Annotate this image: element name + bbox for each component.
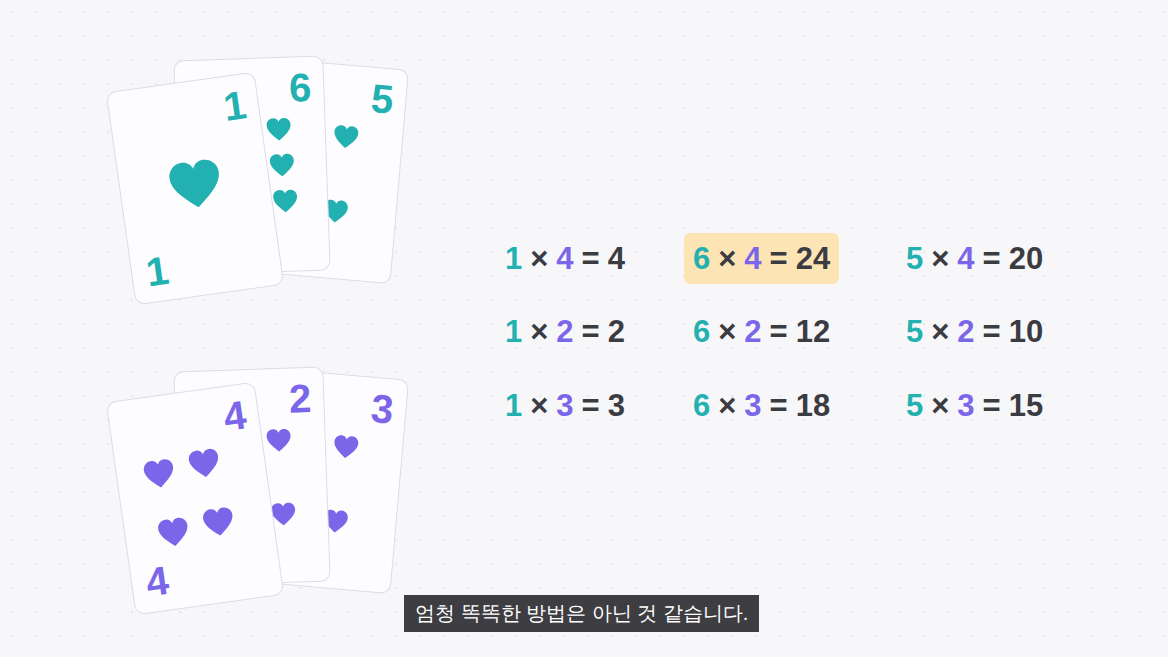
card-number: 3 xyxy=(370,387,396,429)
equation-term: 20 xyxy=(1009,243,1043,274)
equation-term: 4 xyxy=(744,243,761,274)
highlight-box: 6 × 4 = 24 xyxy=(684,233,839,284)
card-number: 6 xyxy=(288,66,312,107)
equation-term: = xyxy=(983,243,1001,274)
card-number: 4 xyxy=(221,394,249,437)
card-number: 1 xyxy=(221,84,249,127)
heart-pip xyxy=(269,152,296,179)
equation-term: = xyxy=(770,316,788,347)
equation-term: = xyxy=(582,243,600,274)
equation-term: 2 xyxy=(556,316,573,347)
equation-term: 18 xyxy=(796,390,830,421)
playing-card: 44 xyxy=(106,381,284,615)
equation-term: 4 xyxy=(556,243,573,274)
equation-term: = xyxy=(770,390,788,421)
equation-term: 1 xyxy=(505,390,522,421)
card-number: 1 xyxy=(143,249,171,292)
equation-term: × xyxy=(931,390,949,421)
equation-term: 5 xyxy=(906,316,923,347)
equation-term: × xyxy=(530,243,548,274)
equation-term: 6 xyxy=(693,316,710,347)
equation: 1 × 2 = 2 xyxy=(505,311,625,351)
subtitle-box: 엄청 똑똑한 방법은 아닌 것 같습니다. xyxy=(404,595,759,632)
heart-pip xyxy=(332,123,360,151)
equation-term: 4 xyxy=(957,243,974,274)
equation-term: 5 xyxy=(906,243,923,274)
equation-term: × xyxy=(718,316,736,347)
equation-term: 2 xyxy=(957,316,974,347)
equation-term: × xyxy=(718,243,736,274)
equation-term: 6 xyxy=(693,390,710,421)
equation: 5 × 4 = 20 xyxy=(906,238,1043,278)
equation-term: 2 xyxy=(608,316,625,347)
heart-pip xyxy=(201,504,237,540)
equation-term: 12 xyxy=(796,316,830,347)
equation: 6 × 3 = 18 xyxy=(693,385,830,425)
equation-term: 15 xyxy=(1009,390,1043,421)
equation-term: 3 xyxy=(556,390,573,421)
heart-pip xyxy=(265,116,292,143)
equation: 5 × 2 = 10 xyxy=(906,311,1043,351)
card-number: 4 xyxy=(143,559,171,602)
heart-pip xyxy=(332,433,360,461)
equation-term: = xyxy=(582,390,600,421)
heart-pip xyxy=(265,427,292,454)
equation-term: 1 xyxy=(505,316,522,347)
equation-term: 2 xyxy=(744,316,761,347)
equation-term: × xyxy=(931,243,949,274)
equation-term: = xyxy=(983,316,1001,347)
equation: 1 × 4 = 4 xyxy=(505,238,625,278)
equation-term: 24 xyxy=(796,243,830,274)
equation-term: 6 xyxy=(693,243,710,274)
equation: 6 × 2 = 12 xyxy=(693,311,830,351)
equation-term: × xyxy=(931,316,949,347)
heart-pip xyxy=(156,515,192,551)
card-number: 5 xyxy=(370,77,396,119)
equation-term: = xyxy=(582,316,600,347)
playing-card: 11 xyxy=(106,71,284,305)
equation-term: 3 xyxy=(957,390,974,421)
equation-term: = xyxy=(770,243,788,274)
card-number: 2 xyxy=(288,377,312,418)
equation: 1 × 3 = 3 xyxy=(505,385,625,425)
heart-pip xyxy=(186,446,222,482)
subtitle-text: 엄청 똑똑한 방법은 아닌 것 같습니다. xyxy=(415,602,748,624)
equation-term: 3 xyxy=(744,390,761,421)
heart-pip xyxy=(272,188,299,215)
equation-term: 1 xyxy=(505,243,522,274)
heart-pip xyxy=(165,155,226,216)
equation-term: × xyxy=(718,390,736,421)
equation-term: 10 xyxy=(1009,316,1043,347)
equation-term: × xyxy=(530,316,548,347)
equation-term: = xyxy=(983,390,1001,421)
equation-term: 3 xyxy=(608,390,625,421)
equation-term: × xyxy=(530,390,548,421)
equation-term: 5 xyxy=(906,390,923,421)
equation: 5 × 3 = 15 xyxy=(906,385,1043,425)
equation-term: 4 xyxy=(608,243,625,274)
heart-pip xyxy=(141,456,177,492)
